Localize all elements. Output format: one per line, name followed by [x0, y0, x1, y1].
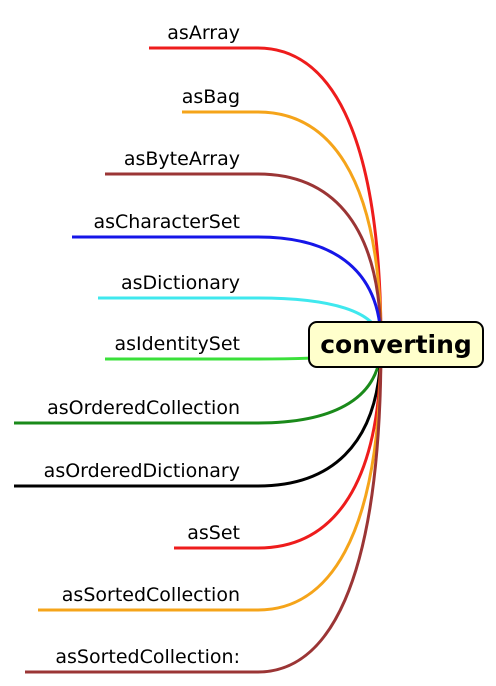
- center-node[interactable]: converting: [308, 321, 484, 368]
- connector-ascharacterset: [256, 235, 383, 346]
- leaf-label: asCharacterSet: [93, 211, 240, 233]
- leaf-node-asset[interactable]: asSet: [174, 522, 258, 550]
- leaf-node-asidentityset[interactable]: asIdentitySet: [105, 333, 258, 361]
- leaf-node-asarray[interactable]: asArray: [149, 22, 258, 50]
- leaf-node-asorderedcollection[interactable]: asOrderedCollection: [14, 397, 258, 425]
- center-node-box: [308, 321, 484, 368]
- leaf-label: asArray: [167, 22, 240, 44]
- connector-asbag: [256, 110, 383, 346]
- leaf-label: asSortedCollection: [62, 584, 240, 606]
- leaf-node-assortedcollection[interactable]: asSortedCollection: [38, 584, 258, 612]
- leaf-nodes: asArray asBag asByteArray asCharacterSet asD…: [14, 22, 258, 674]
- leaf-node-asordereddictionary[interactable]: asOrderedDictionary: [14, 460, 258, 488]
- connector-assortedcollection: [256, 342, 383, 612]
- leaf-label: asIdentitySet: [114, 333, 240, 355]
- leaf-label: asSet: [187, 522, 240, 544]
- connector-asbytearray: [256, 172, 383, 346]
- connector-assortedcollection: [256, 342, 383, 674]
- leaf-label: asBag: [182, 86, 240, 108]
- leaf-label: asByteArray: [124, 148, 240, 170]
- leaf-node-asbytearray[interactable]: asByteArray: [105, 148, 258, 176]
- connector-asset: [256, 342, 383, 550]
- connector-asarray: [256, 46, 383, 346]
- leaf-label: asOrderedCollection: [47, 397, 240, 419]
- leaf-node-asbag[interactable]: asBag: [182, 86, 258, 114]
- leaf-label: asOrderedDictionary: [44, 460, 240, 482]
- leaf-label: asDictionary: [121, 272, 240, 294]
- leaf-label: asSortedCollection:: [55, 646, 240, 668]
- leaf-node-asdictionary[interactable]: asDictionary: [98, 272, 258, 300]
- leaf-node-assortedcollection[interactable]: asSortedCollection:: [25, 646, 258, 674]
- center-node-label: converting: [320, 330, 472, 359]
- leaf-node-ascharacterset[interactable]: asCharacterSet: [72, 211, 258, 239]
